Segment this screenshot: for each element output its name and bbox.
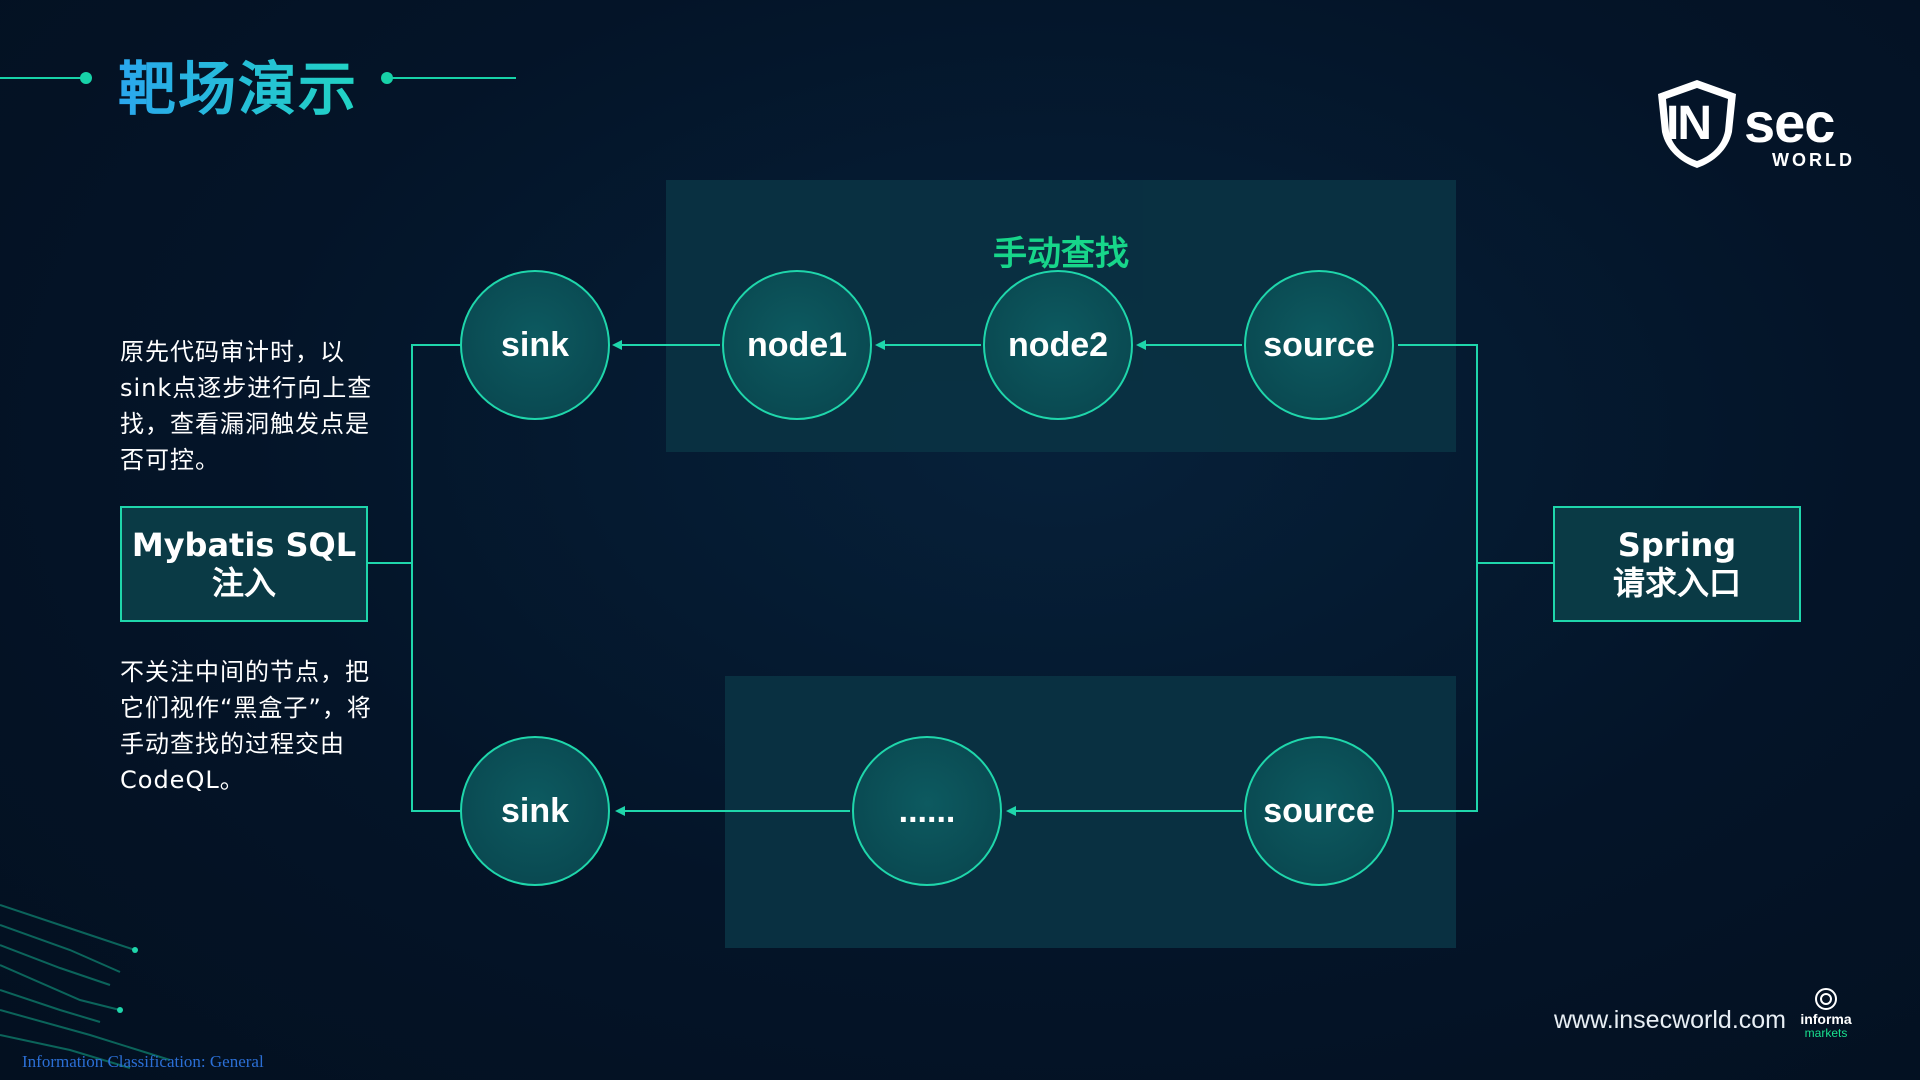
description-top: 原先代码审计时，以sink点逐步进行向上查找，查看漏洞触发点是否可控。: [120, 338, 373, 474]
page-title: 靶场演示: [118, 42, 358, 126]
mybatis-sql-box: Mybatis SQL 注入: [120, 506, 368, 622]
right-bracket: [1398, 344, 1478, 812]
informa-logo: informa markets: [1796, 986, 1856, 1040]
logo-sec: sec: [1744, 91, 1835, 154]
mybatis-box-line2: 注入: [211, 564, 276, 602]
logo-world: WORLD: [1772, 150, 1855, 170]
website-url: www.insecworld.com: [1554, 1006, 1787, 1034]
informa-sub: markets: [1804, 1026, 1848, 1040]
spring-entry-box: Spring 请求入口: [1553, 506, 1801, 622]
panel-title: 手动查找: [993, 234, 1129, 274]
bottom-sink-node: sink: [460, 736, 610, 886]
spring-box-line2: 请求入口: [1612, 564, 1741, 602]
top-sink-node: sink: [460, 270, 610, 420]
title-dot-right: [381, 72, 393, 84]
top-node1: node1: [722, 270, 872, 420]
title-line-left: [0, 77, 84, 79]
title-dot-left: [80, 72, 92, 84]
logo-in: IN: [1666, 97, 1712, 150]
insecworld-logo: IN sec WORLD: [1652, 76, 1852, 176]
informa-swirl-icon: [1815, 988, 1837, 1010]
description-bottom: 不关注中间的节点，把它们视作“黑盒子”，将手动查找的过程交由CodeQL。: [120, 658, 372, 794]
classification-label: Information Classification: General: [22, 1052, 264, 1071]
informa-brand: informa: [1800, 1011, 1852, 1027]
title-line-right: [388, 77, 516, 79]
bottom-source-node: source: [1244, 736, 1394, 886]
mybatis-box-line1: Mybatis SQL: [131, 526, 357, 564]
spring-box-line1: Spring: [1617, 526, 1737, 564]
top-source-node: source: [1244, 270, 1394, 420]
top-node2: node2: [983, 270, 1133, 420]
bottom-ellipsis-node: ......: [852, 736, 1002, 886]
shield-icon: [1658, 80, 1736, 168]
left-bracket: [411, 344, 460, 812]
